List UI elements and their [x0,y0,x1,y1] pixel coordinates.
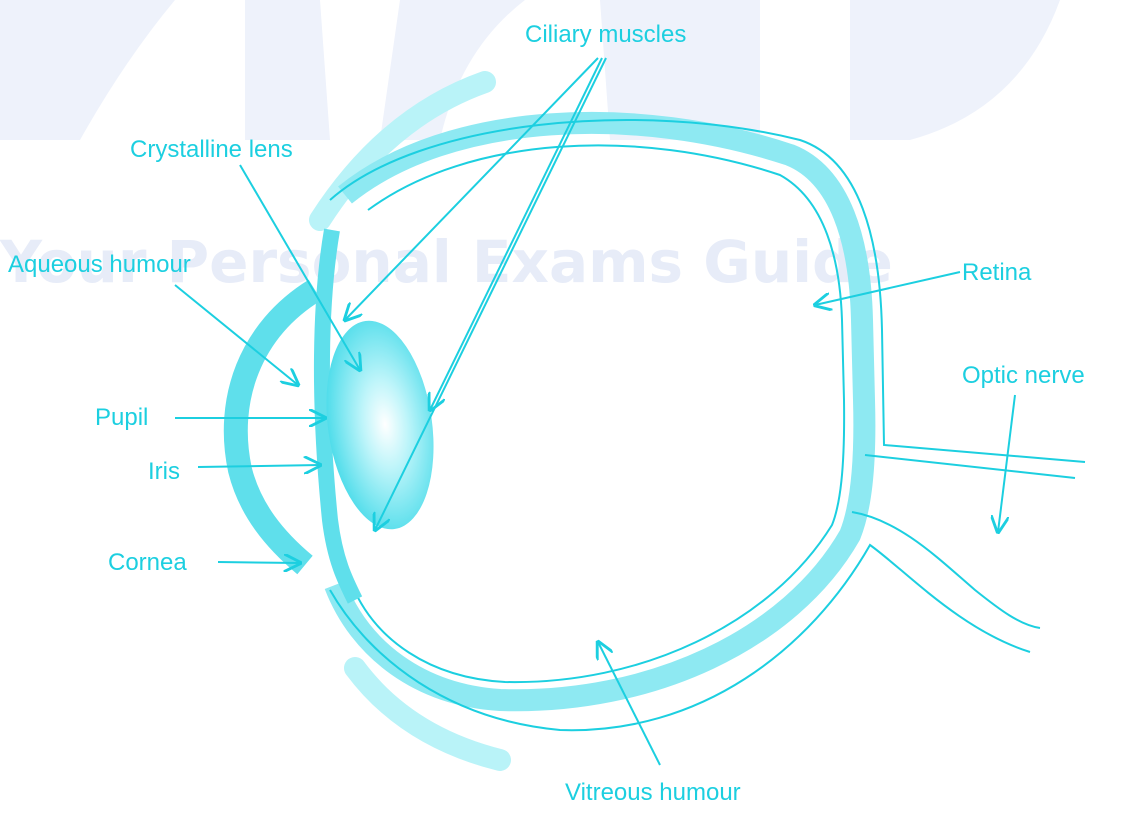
label-crystalline-lens: Crystalline lens [130,136,293,163]
optic-nerve-outline [330,120,1085,730]
label-cornea: Cornea [108,549,187,576]
label-retina: Retina [962,259,1032,286]
label-vitreous-humour: Vitreous humour [565,779,741,806]
label-ciliary-muscles: Ciliary muscles [525,21,686,48]
pointers [175,58,1015,765]
label-pupil: Pupil [95,404,148,431]
label-iris: Iris [148,458,180,485]
label-aqueous-humour: Aqueous humour [8,251,191,278]
labels: Ciliary muscles Crystalline lens Aqueous… [8,21,1085,806]
label-optic-nerve: Optic nerve [962,362,1085,389]
cornea [236,290,315,565]
